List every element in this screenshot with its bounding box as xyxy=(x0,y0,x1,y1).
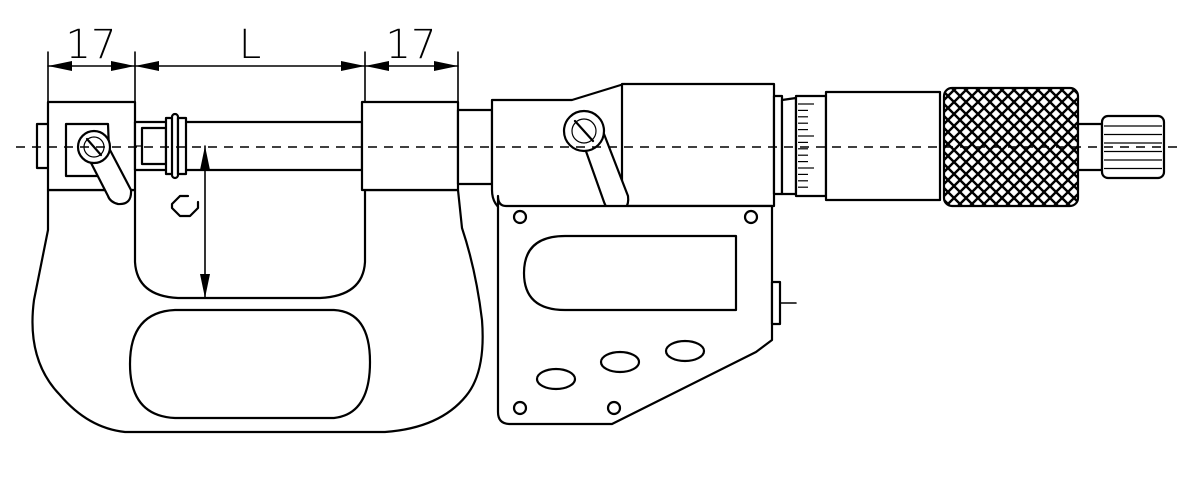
screw-icon xyxy=(512,209,528,225)
thread-insert-symbol xyxy=(170,194,200,218)
thimble xyxy=(780,90,942,202)
anvil-tip xyxy=(133,120,171,172)
knob-ridges xyxy=(1104,125,1162,170)
frame xyxy=(31,188,484,434)
dimension-lines xyxy=(47,51,459,103)
frame-slot xyxy=(128,308,372,420)
spindle xyxy=(164,112,364,180)
screw-icon xyxy=(512,400,528,416)
button-icon xyxy=(599,350,641,374)
depth-dimension xyxy=(200,145,210,299)
button-icon xyxy=(535,367,577,391)
dimension-right-label: 17 xyxy=(386,22,437,68)
dimension-middle-label: L xyxy=(239,22,261,68)
screw-icon xyxy=(606,400,622,416)
anvil-block xyxy=(35,100,137,206)
spindle-boss xyxy=(360,100,494,192)
digital-housing xyxy=(490,82,797,426)
thimble-graduations xyxy=(798,103,814,188)
button-icon xyxy=(664,339,706,363)
display-screen xyxy=(522,234,738,312)
screw-icon xyxy=(743,209,759,225)
dimension-left-label: 17 xyxy=(66,22,117,68)
